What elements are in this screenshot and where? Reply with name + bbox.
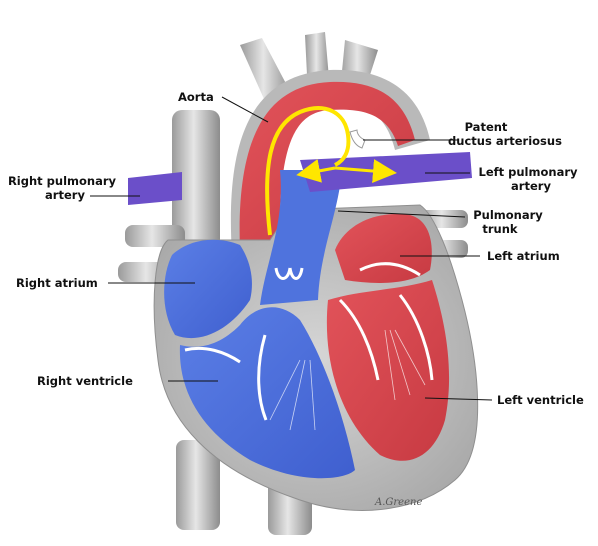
aortic-flow-arrow	[265, 106, 351, 236]
right-pulmonary-artery-vessel	[128, 172, 182, 205]
artist-signature: A.Greene	[374, 497, 422, 508]
label-pt-line2: trunk	[482, 222, 518, 236]
label-aorta: Aorta	[178, 90, 214, 104]
chordae-lines	[269, 329, 426, 431]
right-ventricle-chamber	[179, 307, 355, 479]
label-left-ventricle: Left ventricle	[497, 393, 584, 407]
left-atrium-chamber	[335, 214, 432, 283]
ductal-flow-arrow-left	[296, 159, 336, 183]
label-pt-line1: Pulmonary	[473, 208, 543, 222]
label-rpa-line2: artery	[45, 188, 85, 202]
leader-aorta	[221, 96, 269, 123]
inferior-vena-cava	[176, 440, 220, 530]
label-right-ventricle: Right ventricle	[37, 374, 133, 388]
valves-and-chordae	[184, 262, 434, 421]
label-lpa-line1: Left pulmonary	[479, 165, 578, 179]
label-rpa-line1: Right pulmonary	[8, 174, 117, 188]
label-pda-line2: ductus arteriosus	[448, 134, 562, 148]
pulmonary-trunk-vessel	[260, 170, 342, 305]
leader-pt	[337, 210, 466, 218]
label-right-atrium: Right atrium	[16, 276, 98, 290]
label-left-atrium: Left atrium	[487, 249, 560, 263]
label-lpa-line2: artery	[511, 179, 551, 193]
leader-lines	[90, 96, 493, 401]
left-pulmonary-artery-vessel	[300, 152, 472, 192]
label-pda-line1: Patent	[465, 120, 508, 134]
right-atrium-chamber	[164, 239, 252, 339]
patent-ductus-arteriosus-vessel	[349, 129, 366, 149]
leader-lv	[424, 397, 493, 401]
ductal-flow-arrow-right	[334, 159, 397, 184]
